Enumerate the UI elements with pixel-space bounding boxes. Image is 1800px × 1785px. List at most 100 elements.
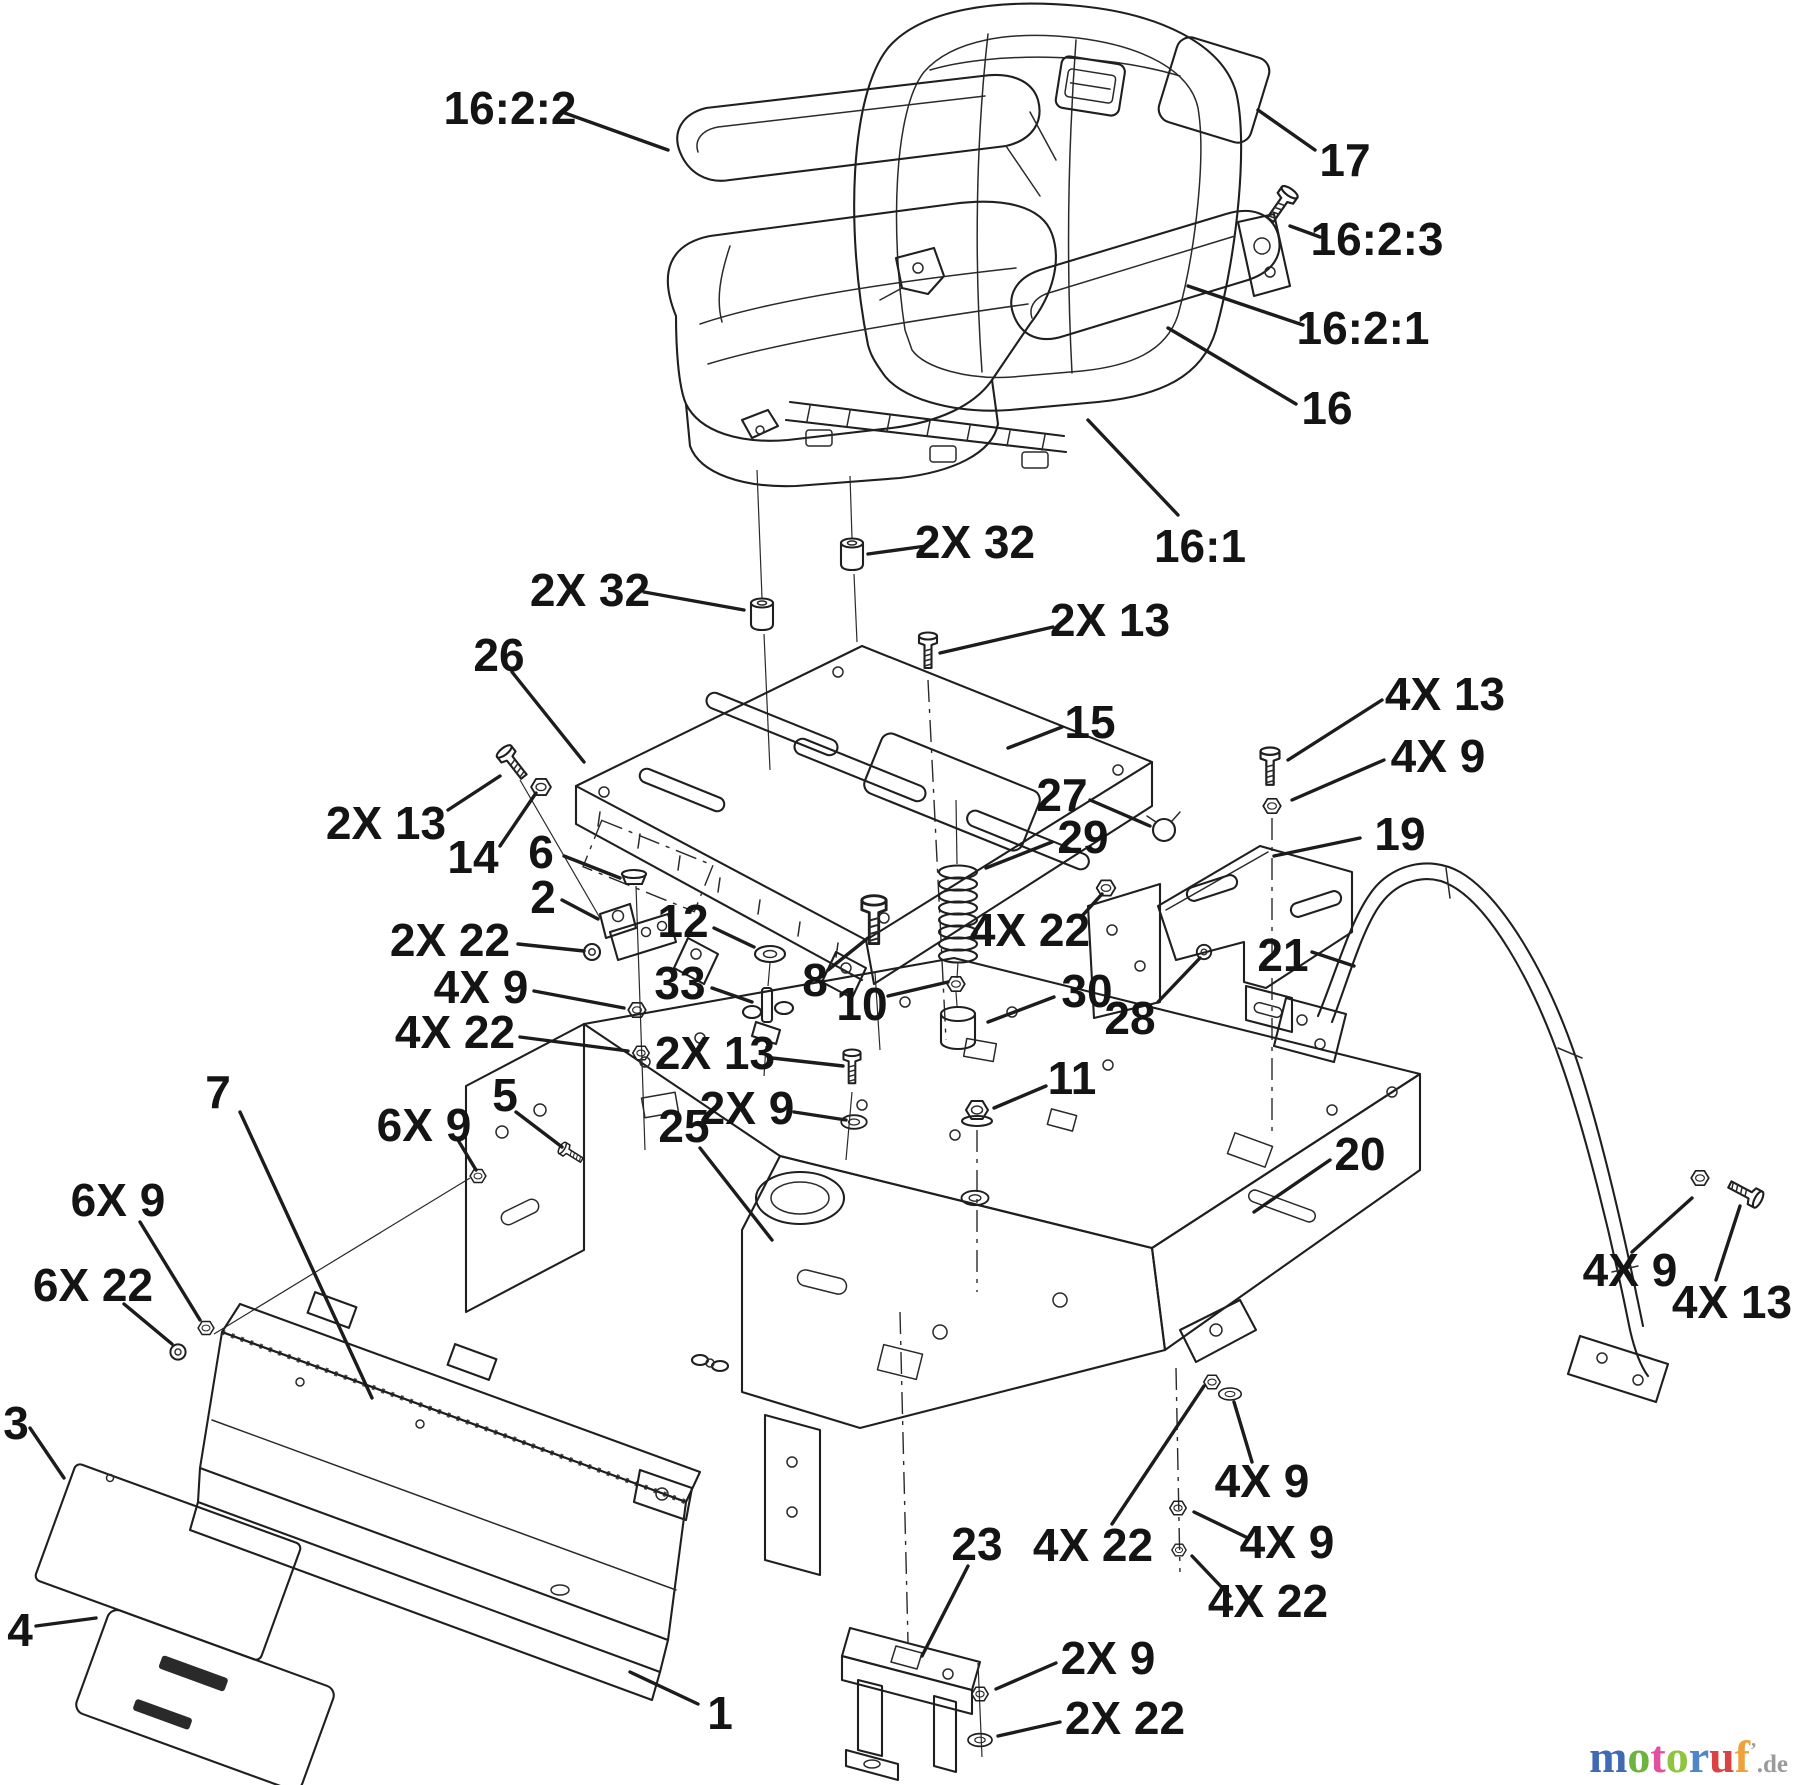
armrest-bolt: [1261, 182, 1301, 227]
part-callout: 16:2:3: [1311, 213, 1444, 265]
leader-line: [984, 840, 1054, 870]
screw-6x22: [169, 1343, 187, 1361]
bracket-nut-4x9: [1262, 797, 1282, 815]
leader-line: [1166, 326, 1298, 406]
part-callout: 33: [654, 957, 705, 1009]
leader-line: [1006, 725, 1064, 750]
part-callout: 2X 9: [700, 1082, 795, 1134]
leader-line: [138, 1220, 202, 1322]
frame-weldment: [464, 956, 1422, 1577]
leader-line: [1088, 798, 1152, 828]
support-bracket-23: [840, 1626, 982, 1782]
leader-line: [514, 1110, 564, 1149]
toro-logo-patch: [1054, 55, 1126, 117]
nut-4x22-right: [1095, 879, 1117, 897]
leader-line: [938, 625, 1055, 655]
artwork-layer: [34, 2, 1767, 1785]
part-callout: 6X 9: [71, 1174, 166, 1226]
leader-line: [1714, 1204, 1742, 1282]
part-callout: 16: [1301, 382, 1352, 434]
part-callout: 16:2:2: [444, 82, 577, 134]
part-callout: 4X 22: [1033, 1519, 1153, 1571]
leader-line: [456, 1138, 478, 1172]
leader-line: [1256, 108, 1317, 152]
part-callout: 14: [447, 831, 499, 883]
leader-line: [562, 854, 622, 880]
part-callout: 2X 32: [530, 564, 650, 616]
leader-line: [710, 986, 754, 1004]
leader-line: [1156, 956, 1202, 1004]
leader-line: [1190, 1554, 1232, 1598]
part-callout: 6X 22: [33, 1259, 153, 1311]
warning-decal-4: [75, 1609, 335, 1785]
part-callout: 25: [658, 1100, 709, 1152]
plate-bolt: [917, 631, 939, 670]
bar-nut-4x9: [1690, 1169, 1710, 1187]
armrest-right: [1010, 209, 1292, 341]
leader-line: [866, 544, 928, 556]
part-callout: 23: [951, 1518, 1002, 1570]
part-callout: 16:1: [1154, 520, 1246, 572]
leader-line: [1286, 698, 1384, 762]
part-callout: 20: [1334, 1128, 1385, 1180]
leader-line: [1288, 224, 1322, 239]
leader-lines-layer: [28, 108, 1742, 1738]
part-callout: 27: [1036, 769, 1087, 821]
part-callout: 29: [1057, 811, 1108, 863]
leader-line: [446, 774, 502, 812]
leader-line: [238, 1110, 374, 1400]
part-callout: 10: [836, 978, 887, 1030]
part-callout: 4: [7, 1604, 33, 1656]
bar-bolt-4x13: [1724, 1175, 1767, 1211]
leader-line: [1252, 1158, 1332, 1214]
leader-line: [712, 926, 756, 949]
part-callout: 7: [205, 1066, 231, 1118]
part-callout: 2X 13: [655, 1027, 775, 1079]
leader-line: [1290, 758, 1386, 802]
seat-bumper-right: [839, 537, 865, 572]
part-callout: 2X 13: [1050, 594, 1170, 646]
frame-washer-2x9: [840, 1114, 868, 1130]
floor-pan-weldment: [188, 1291, 702, 1702]
washer-11: [960, 1189, 990, 1207]
armrest-left: [676, 74, 1057, 197]
leader-line: [1186, 284, 1305, 327]
coil-spring-29: [937, 799, 979, 979]
leader-line: [996, 1720, 1062, 1738]
leader-line: [628, 1670, 700, 1706]
part-callout: 1: [707, 1687, 733, 1739]
part-callout: 4X 9: [1240, 1516, 1335, 1568]
motoruf-watermark: motoruf’.de: [1589, 1731, 1788, 1782]
retainer-clip-27: [1146, 811, 1181, 843]
leader-line: [498, 791, 538, 848]
spring-bolt-8: [860, 894, 888, 946]
part-callout: 5: [492, 1069, 518, 1121]
part-callout: 2X 13: [326, 797, 446, 849]
part-callout: 11: [1048, 1052, 1097, 1104]
flange-nut-11: [960, 1099, 994, 1128]
part-callout: 19: [1374, 808, 1425, 860]
hinge-nut: [530, 777, 552, 797]
part-callout: 4X 9: [434, 961, 529, 1013]
heat-shield-panel-3: [34, 1463, 302, 1661]
nut-6x9-upper: [469, 1168, 487, 1184]
hinge-screw: [582, 942, 602, 962]
leader-line: [122, 1302, 174, 1346]
leader-line: [1232, 1400, 1254, 1464]
part-callout: 26: [473, 629, 524, 681]
spacer-30: [939, 1005, 977, 1051]
leader-line: [518, 1035, 630, 1053]
part-callout: 4X 13: [1385, 668, 1505, 720]
leader-line: [770, 1056, 845, 1068]
leader-line: [1272, 836, 1362, 858]
part-callout: 12: [657, 895, 708, 947]
leader-line: [28, 1426, 66, 1480]
leader-line: [532, 989, 626, 1010]
seat-bumper-left: [749, 597, 775, 632]
part-callout: 6: [528, 826, 554, 878]
leader-line: [826, 936, 870, 972]
instruction-decal: [1157, 36, 1271, 144]
part-callout: 21: [1257, 929, 1308, 981]
nut-4x9-frame: [1202, 1374, 1222, 1390]
